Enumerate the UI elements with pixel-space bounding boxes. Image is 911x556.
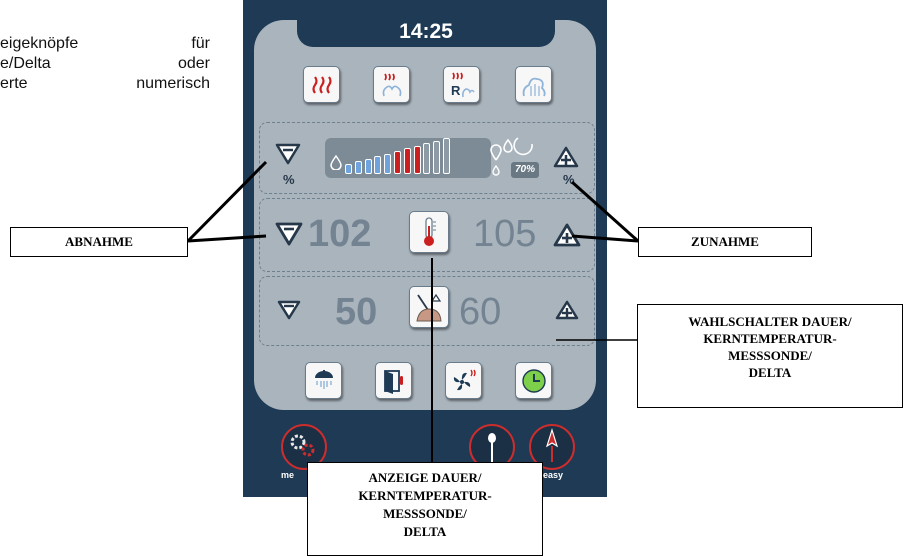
humidity-bar xyxy=(394,151,401,174)
humidity-bar xyxy=(443,138,450,174)
duration-increase-icon[interactable] xyxy=(555,300,579,320)
duration-decrease-icon[interactable] xyxy=(277,300,301,320)
humidity-bar xyxy=(345,164,352,174)
svg-text:R: R xyxy=(451,83,461,98)
regenerate-icon: R xyxy=(451,72,475,98)
humidity-bar xyxy=(364,158,372,174)
fan-button[interactable] xyxy=(445,362,482,399)
humidity-bargraph xyxy=(325,138,491,178)
label-anzeige: ANZEIGE DAUER/ KERNTEMPERATUR- MESSSONDE… xyxy=(307,462,543,556)
drop-small-icon xyxy=(330,154,342,170)
label-zunahme: ZUNAHME xyxy=(638,227,812,257)
humidity-bars xyxy=(345,138,453,178)
combi-mode-button[interactable] xyxy=(373,66,410,103)
gears-icon xyxy=(290,434,315,457)
core-temp-right-value: 105 xyxy=(473,213,537,255)
core-temp-decrease-icon[interactable] xyxy=(275,222,303,246)
duration-right-value: 60 xyxy=(459,291,502,333)
duration-left-value: 50 xyxy=(335,291,378,333)
clock-icon xyxy=(521,368,546,393)
steam-icon xyxy=(522,77,546,96)
core-temp-increase-icon[interactable] xyxy=(553,223,581,247)
humidity-bar xyxy=(354,161,362,174)
humidity-bar xyxy=(374,156,382,174)
convection-mode-button[interactable] xyxy=(303,66,340,103)
humidity-decrease-unit: % xyxy=(283,172,295,187)
humidity-bar xyxy=(423,143,431,174)
core-probe-icon xyxy=(416,293,442,322)
oven-control-panel: 14:25 R % xyxy=(243,0,607,497)
label-wahlschalter: WAHLSCHALTER DAUER/ KERNTEMPERATUR- MESS… xyxy=(637,304,903,408)
humidity-increase-unit: % xyxy=(563,172,575,187)
humidity-bar xyxy=(403,148,411,174)
humidity-bar xyxy=(384,153,392,174)
humidity-percent-badge: 70% xyxy=(511,162,539,178)
door-icon xyxy=(383,369,403,394)
heat-waves-icon xyxy=(311,75,332,94)
timer-button[interactable] xyxy=(515,362,552,399)
shower-button[interactable] xyxy=(305,362,342,399)
humidity-bar xyxy=(433,140,441,174)
humidity-drops-icon xyxy=(490,137,533,176)
shower-icon xyxy=(314,369,333,389)
compass-needle-icon xyxy=(545,427,559,462)
humidity-row xyxy=(259,122,595,194)
label-abnahme: ABNAHME xyxy=(10,227,188,257)
humidity-decrease-icon[interactable] xyxy=(275,143,301,165)
fan-icon xyxy=(453,369,476,390)
humidity-bar xyxy=(413,145,421,174)
clock-display: 14:25 xyxy=(297,17,555,47)
probe-selector-button[interactable] xyxy=(409,286,449,328)
core-temp-left-value: 102 xyxy=(308,213,372,255)
heat-steam-icon xyxy=(382,73,401,96)
duration-row xyxy=(259,276,595,346)
thermometer-icon xyxy=(424,217,436,246)
core-temperature-button[interactable] xyxy=(409,211,449,253)
probe-icon xyxy=(488,433,496,462)
steam-mode-button[interactable] xyxy=(515,66,552,103)
regeneration-mode-button[interactable]: R xyxy=(443,66,480,103)
mode-left-label: me xyxy=(281,470,295,480)
humidity-increase-icon[interactable] xyxy=(553,146,579,168)
door-button[interactable] xyxy=(375,362,412,399)
mode-right-label: easy xyxy=(543,470,564,480)
